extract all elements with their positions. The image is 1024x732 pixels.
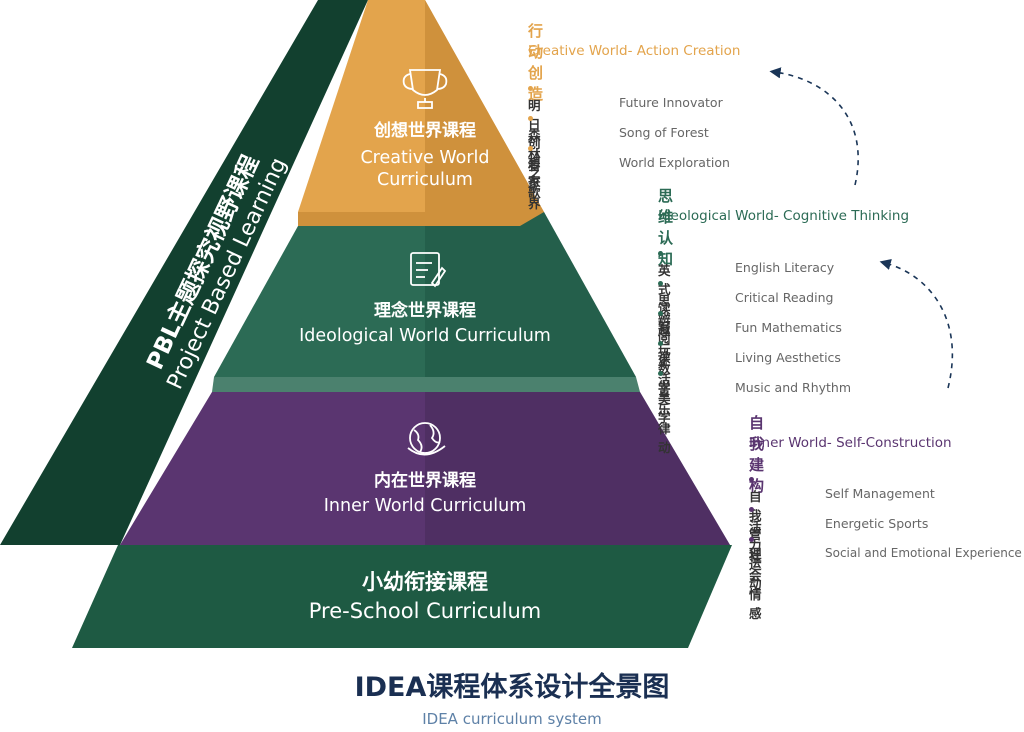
preschool-layer-cn: 小幼衔接课程 bbox=[362, 570, 488, 594]
bullet-dot bbox=[658, 281, 663, 286]
creative-layer-cn: 创想世界课程 bbox=[374, 121, 476, 141]
list-item: 社会情感 Social and Emotional Experience bbox=[749, 531, 1022, 622]
list-item: 思辨阅读 Critical Reading bbox=[658, 275, 833, 366]
arrow-to-creative bbox=[769, 67, 859, 186]
pbl-band bbox=[0, 0, 368, 545]
creative-layer-shade bbox=[425, 0, 544, 212]
inner-layer-en: Inner World Curriculum bbox=[323, 496, 527, 516]
bullet-dot bbox=[528, 86, 533, 91]
bullet-dot bbox=[658, 311, 663, 316]
ideological-layer-cn: 理念世界课程 bbox=[374, 301, 476, 321]
ideological-ledge bbox=[212, 377, 640, 392]
arrow-to-ideological bbox=[879, 259, 954, 389]
page-subtitle: IDEA curriculum system bbox=[422, 710, 602, 728]
bullet-dot bbox=[749, 507, 754, 512]
bullet-dot bbox=[528, 116, 533, 121]
preschool-layer-en: Pre-School Curriculum bbox=[308, 599, 542, 623]
list-item: 活力运动 Energetic Sports bbox=[749, 501, 928, 592]
inner-panel-heading-en: Inner World- Self-Construction bbox=[749, 435, 952, 451]
preschool-layer bbox=[72, 545, 732, 648]
bullet-dot bbox=[658, 371, 663, 376]
ideological-panel-heading-cn: 思维认知 bbox=[658, 187, 674, 268]
creative-layer-en-line1: Creative World bbox=[360, 148, 490, 168]
ideological-panel-heading-en: Ideological World- Cognitive Thinking bbox=[658, 208, 910, 224]
inner-layer-label: 内在世界课程 Inner World Curriculum bbox=[275, 466, 575, 517]
creative-ledge bbox=[298, 212, 544, 226]
globe-icon bbox=[407, 422, 446, 456]
list-item: 生活美学 Living Aesthetics bbox=[658, 335, 841, 426]
page-title: IDEA课程体系设计全景图 bbox=[354, 672, 670, 703]
list-item: 森林之歌 Song of Forest bbox=[528, 110, 709, 201]
inner-layer-cn: 内在世界课程 bbox=[374, 471, 476, 491]
list-item: 趣玩数学 Fun Mathematics bbox=[658, 305, 842, 396]
bullet-dot bbox=[658, 341, 663, 346]
trophy-icon bbox=[402, 69, 448, 109]
bullet-dot bbox=[528, 146, 533, 151]
ideological-layer-shade bbox=[425, 212, 636, 377]
notepad-icon bbox=[410, 252, 447, 288]
ideological-layer-label: 理念世界课程 Ideological World Curriculum bbox=[275, 296, 575, 347]
inner-panel-heading-cn: 自我建构 bbox=[749, 414, 765, 495]
bullet-dot bbox=[658, 251, 663, 256]
creative-layer-label: 创想世界课程 Creative World Curriculum bbox=[275, 116, 575, 191]
bullet-dot bbox=[749, 477, 754, 482]
list-item: 看世界 World Exploration bbox=[528, 140, 730, 212]
preschool-layer-label: 小幼衔接课程 Pre-School Curriculum bbox=[225, 566, 625, 626]
creative-layer-en-line2: Curriculum bbox=[377, 170, 473, 190]
creative-panel-heading-cn: 行动创造 bbox=[528, 22, 544, 103]
ideological-layer-en: Ideological World Curriculum bbox=[299, 326, 551, 346]
creative-panel-heading-en: Creative World- Action Creation bbox=[528, 43, 741, 59]
list-item: 音乐律动 Music and Rhythm bbox=[658, 365, 851, 456]
bullet-dot bbox=[749, 537, 754, 542]
inner-layer-shade bbox=[425, 392, 730, 545]
